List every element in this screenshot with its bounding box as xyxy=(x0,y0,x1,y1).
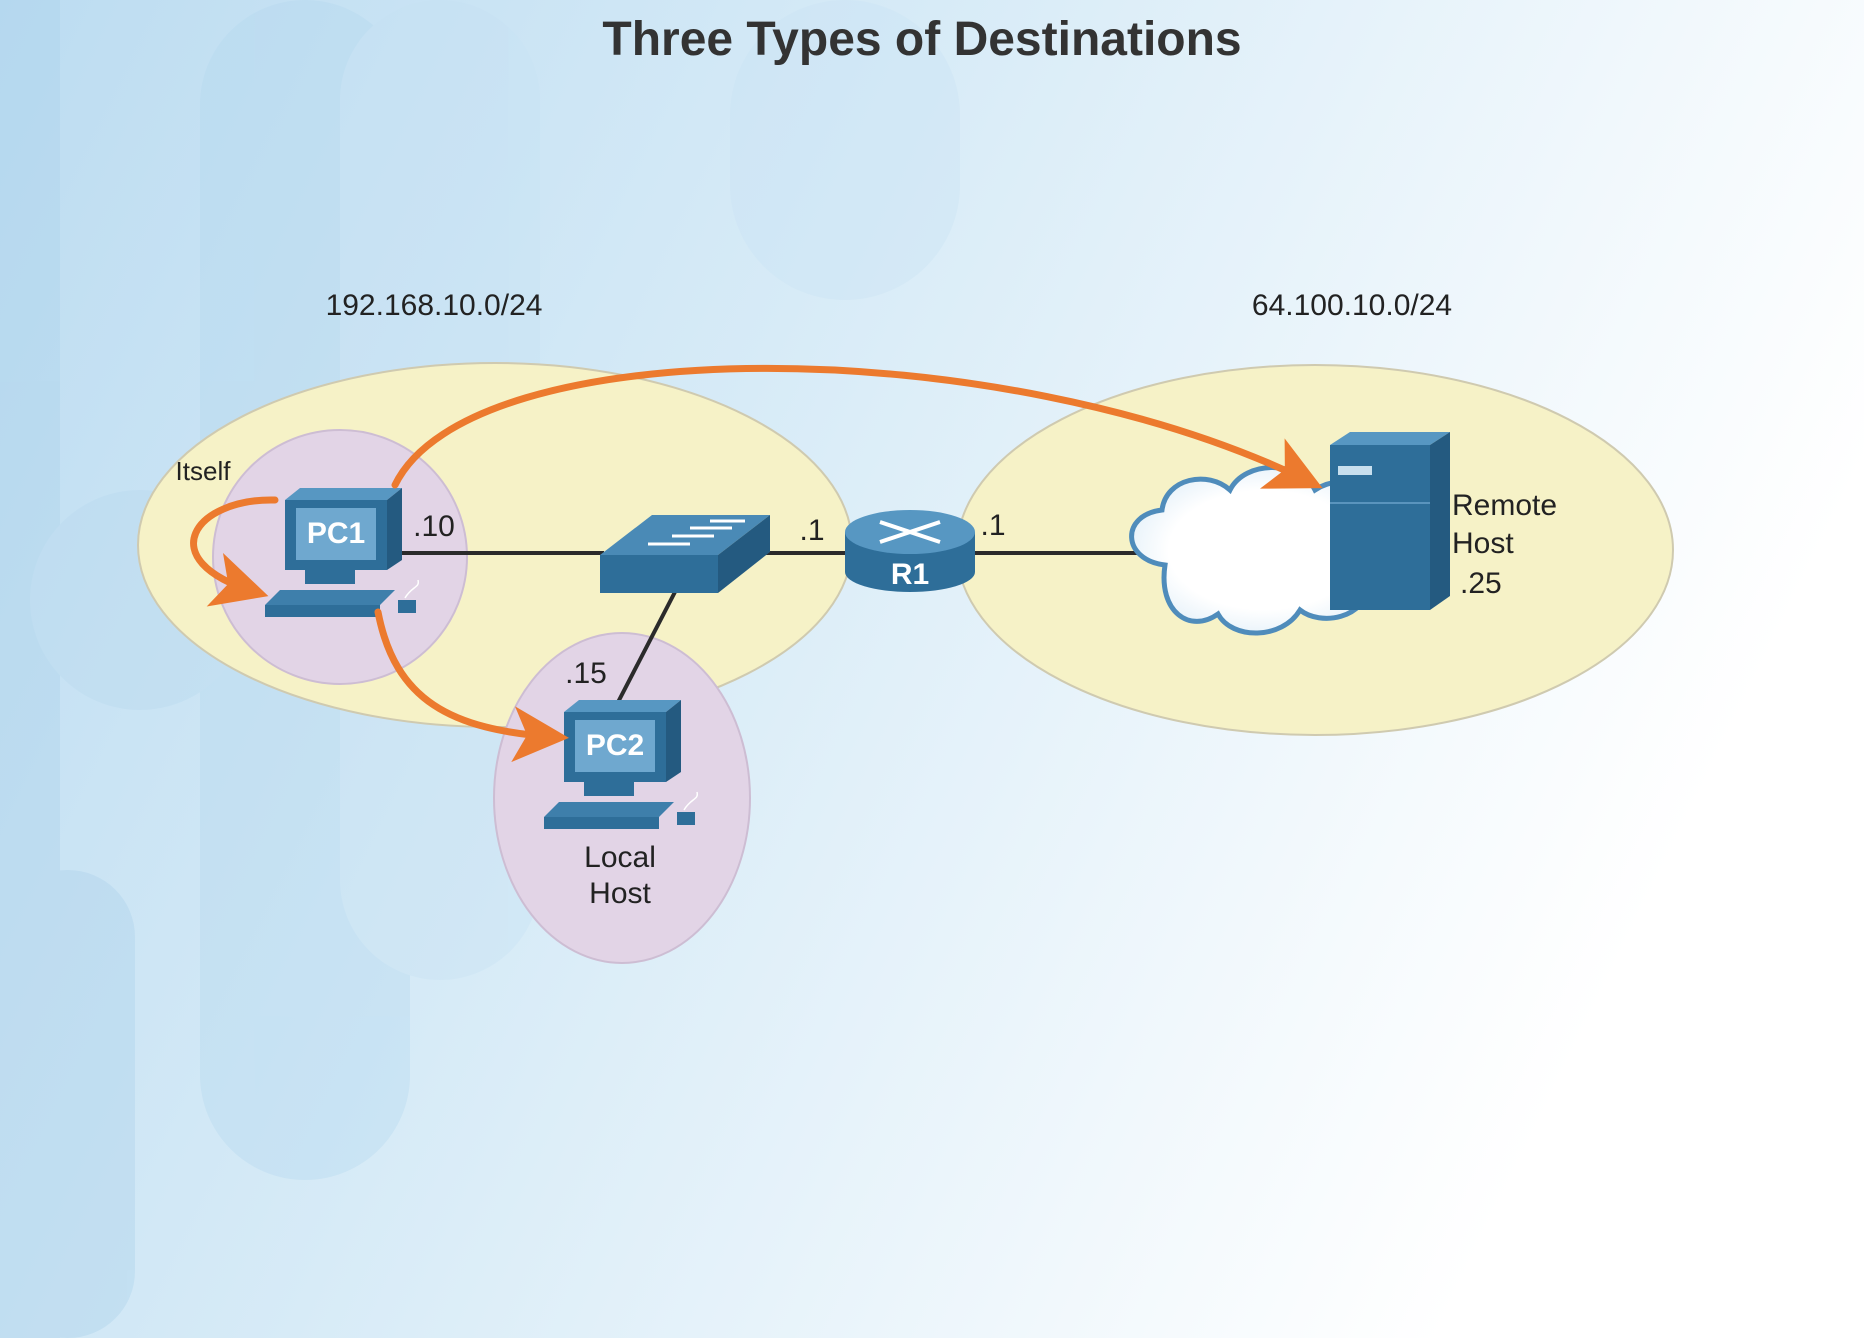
pc1-icon[interactable]: PC1 xyxy=(265,488,420,617)
pc2-label: PC2 xyxy=(586,729,644,762)
links xyxy=(400,551,1150,709)
router-right-address: .1 xyxy=(980,509,1005,542)
arrow-to-local-host xyxy=(374,608,569,763)
local-host-caption-line1: Local xyxy=(584,841,656,874)
remote-host-address: .25 xyxy=(1460,567,1502,600)
remote-host-caption-line2: Host xyxy=(1452,527,1514,560)
pc2-host-zone xyxy=(493,632,751,964)
pc2-icon[interactable]: PC2 xyxy=(544,700,699,829)
local-host-caption-line2: Host xyxy=(589,877,651,910)
pc1-address: .10 xyxy=(413,510,455,543)
link-switch-pc2 xyxy=(613,589,678,709)
pc2-address: .15 xyxy=(565,657,607,690)
diagram-title: Three Types of Destinations xyxy=(602,13,1241,66)
switch-icon[interactable] xyxy=(600,515,770,593)
arrow-to-itself xyxy=(190,496,279,607)
itself-label: Itself xyxy=(176,456,232,486)
destination-arrows xyxy=(190,364,1323,763)
router-left-address: .1 xyxy=(799,514,824,547)
right-network-label: 64.100.10.0/24 xyxy=(1252,289,1452,322)
arrow-to-remote-host xyxy=(391,364,1323,489)
remote-host-caption-line1: Remote xyxy=(1452,489,1557,522)
router-label: R1 xyxy=(891,558,929,591)
pc1-label: PC1 xyxy=(307,517,365,550)
server-icon[interactable] xyxy=(1330,432,1450,610)
left-network-label: 192.168.10.0/24 xyxy=(326,289,543,322)
router-icon[interactable]: R1 xyxy=(845,510,975,592)
